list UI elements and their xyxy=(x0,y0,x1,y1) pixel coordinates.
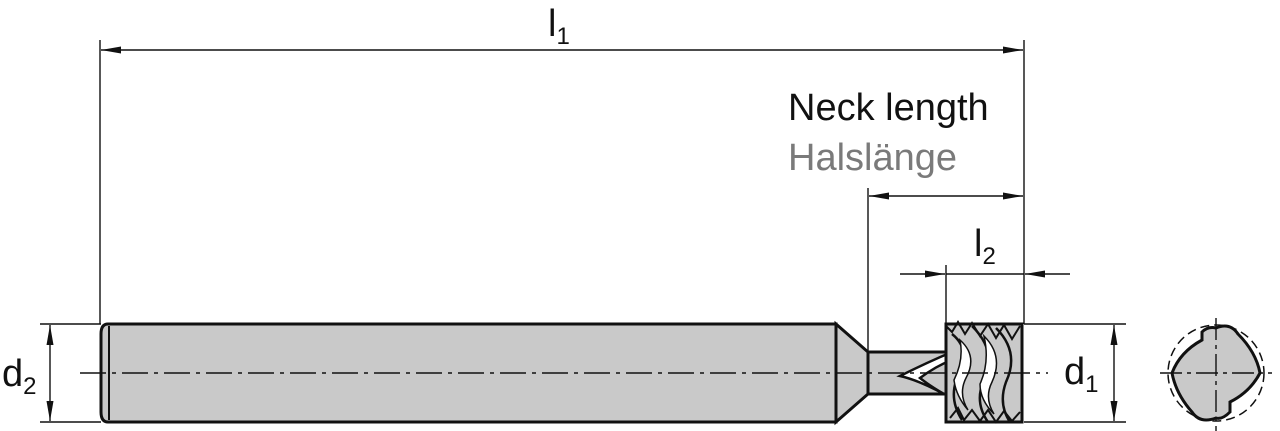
flute-white-gap-2 xyxy=(979,333,998,415)
svg-text:d2: d2 xyxy=(2,353,37,400)
d1-symbol: d xyxy=(1064,351,1085,393)
neck-length-label-de: Halslänge xyxy=(788,137,957,179)
l1-subscript: 1 xyxy=(556,23,569,50)
dimension-d1: d1 xyxy=(1024,323,1126,423)
tool-body xyxy=(99,320,1024,426)
dimension-l1: l1 xyxy=(99,3,1025,324)
flute-profile-bottom xyxy=(949,406,1021,424)
l2-symbol: l xyxy=(974,223,982,265)
dimension-neck-length: Neck length Halslänge xyxy=(788,87,1023,352)
l2-subscript: 2 xyxy=(982,243,995,270)
dimension-d2: d2 xyxy=(2,323,101,423)
end-view xyxy=(1160,318,1272,431)
dimension-l2: l2 xyxy=(900,223,1070,324)
d1-subscript: 1 xyxy=(1085,371,1098,398)
d2-symbol: d xyxy=(2,353,23,395)
l1-symbol: l xyxy=(548,3,556,45)
d2-subscript: 2 xyxy=(23,373,36,400)
neck-length-label-en: Neck length xyxy=(788,87,989,129)
svg-text:d1: d1 xyxy=(1064,351,1099,398)
flute-white-gap-1 xyxy=(953,337,972,411)
svg-text:l2: l2 xyxy=(974,223,996,270)
svg-text:l1: l1 xyxy=(548,3,570,50)
